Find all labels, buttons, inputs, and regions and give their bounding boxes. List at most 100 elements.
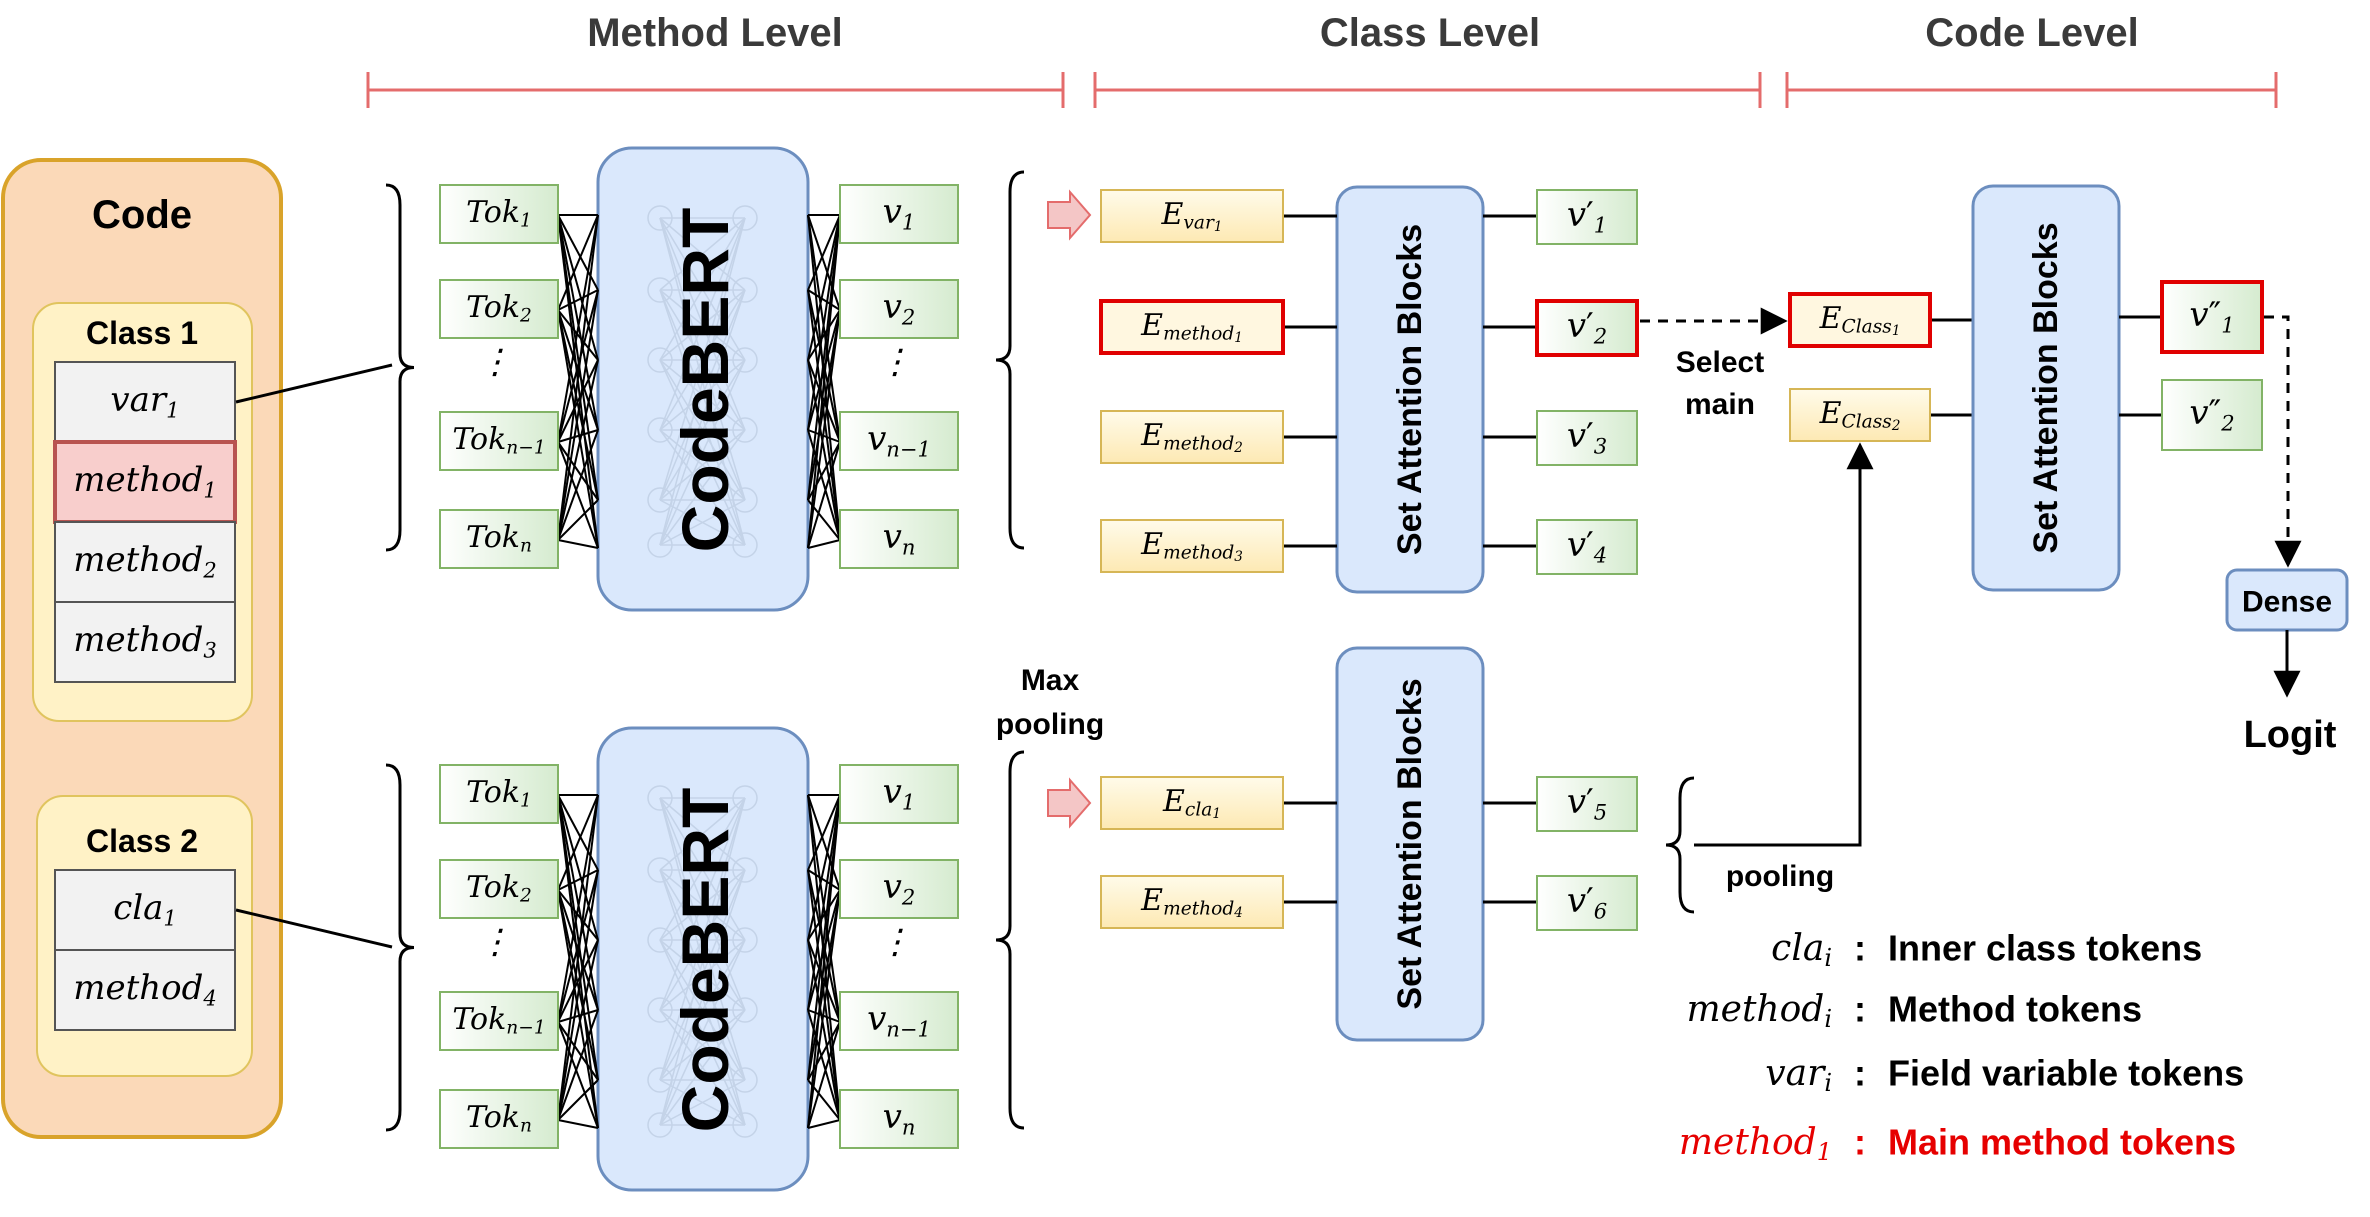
network-node [732,1067,758,1093]
code-panel-title: Code [92,193,192,237]
output-edge [807,359,841,443]
network-node [647,1067,673,1093]
class1-item-label: method3 [73,620,217,662]
token-ellipsis: ⋮ [478,342,512,382]
legend-symbol: method1 [1679,1122,1832,1167]
network-node [647,1112,673,1138]
output-edge [807,429,841,541]
output-vector-label: vn−1 [867,419,931,461]
input-edge [557,499,599,541]
input-edge [557,1009,599,1121]
upper-output-label: v′3 [1567,416,1607,458]
network-node [647,785,673,811]
output-edge [807,869,841,1023]
network-node [647,205,673,231]
output-ellipsis: ⋮ [878,922,912,962]
pink-arrow-top [1047,189,1092,241]
input-edge [557,794,599,871]
pooling-label: pooling [1726,860,1834,893]
upper-output-box [1536,410,1638,466]
lower-output-label: v′5 [1567,782,1607,824]
encoder-input-brace [385,183,415,552]
output-edge [807,214,841,311]
level-header-method: Method Level [366,11,1065,108]
class1-item-label: method1 [73,460,217,502]
network-edge [659,797,746,871]
level-title-code: Code Level [1925,11,2138,55]
input-edge [557,869,599,1121]
output-edge [807,869,841,1121]
output-edge [807,309,841,501]
level-title-method: Method Level [587,11,843,55]
input-edge [557,309,599,549]
level-title-class: Class Level [1320,11,1540,55]
connector-class1-to-encoder [235,363,393,404]
network-edge [659,289,746,501]
token-label: Tokn [466,520,532,556]
input-edge [557,441,599,549]
class-level: Set Attention BlocksEvar1Emethod1Emethod… [1099,185,1874,1042]
output-edge [807,889,841,1081]
class1-item-label: method2 [73,540,217,582]
network-edge [659,359,746,501]
upper-output-box [1536,189,1638,245]
token-box [439,279,559,339]
token-box [439,1089,559,1149]
encoder-output-brace [995,170,1025,550]
output-edge [807,1009,841,1023]
output-edge [807,794,841,1023]
set-attention-block-lower [1335,646,1485,1042]
output-ellipsis: ⋮ [878,342,912,382]
output-edge [807,939,841,1121]
output-edge [807,289,841,443]
upper-embedding-box [1100,410,1284,464]
output-edge [807,441,841,549]
input-edge [557,1021,599,1081]
class-embedding-box [1788,292,1932,348]
pooling-brace [1665,776,1695,914]
input-edge [557,869,599,891]
output-vector-box [839,184,959,244]
output-vector-box [839,1089,959,1149]
output-vector-box [839,279,959,339]
code-output-label: v″1 [2189,295,2234,337]
network-edge [659,359,746,546]
upper-embedding-label: Emethod3 [1140,527,1243,565]
network-edge [659,797,746,1011]
input-edge [557,429,599,443]
network-node [647,487,673,513]
input-edge [557,1009,599,1023]
lower-embedding-box [1100,776,1284,830]
level-header-code: Code Level [1785,11,2278,108]
upper-output-box [1536,519,1638,575]
encoder-input-brace [385,763,415,1132]
network-node [732,532,758,558]
network-node [647,927,673,953]
network-edge [659,289,746,546]
dense-label: Dense [2242,586,2332,619]
class1-item-box [53,440,237,524]
legend-symbol: clai [1771,928,1832,973]
legend-colon: : [1854,989,1866,1030]
code-output-box [2161,379,2263,451]
network-edge [659,869,746,1126]
output-edge [807,499,841,541]
class-embedding-label: EClass2 [1819,396,1901,434]
upper-embedding-label: Evar1 [1161,197,1223,235]
class1-item-box [54,521,236,603]
network-node [732,997,758,1023]
token-label: Tok1 [466,775,532,811]
input-edge [557,214,599,291]
class-embedding-label: EClass1 [1819,301,1901,339]
token-box [439,411,559,471]
